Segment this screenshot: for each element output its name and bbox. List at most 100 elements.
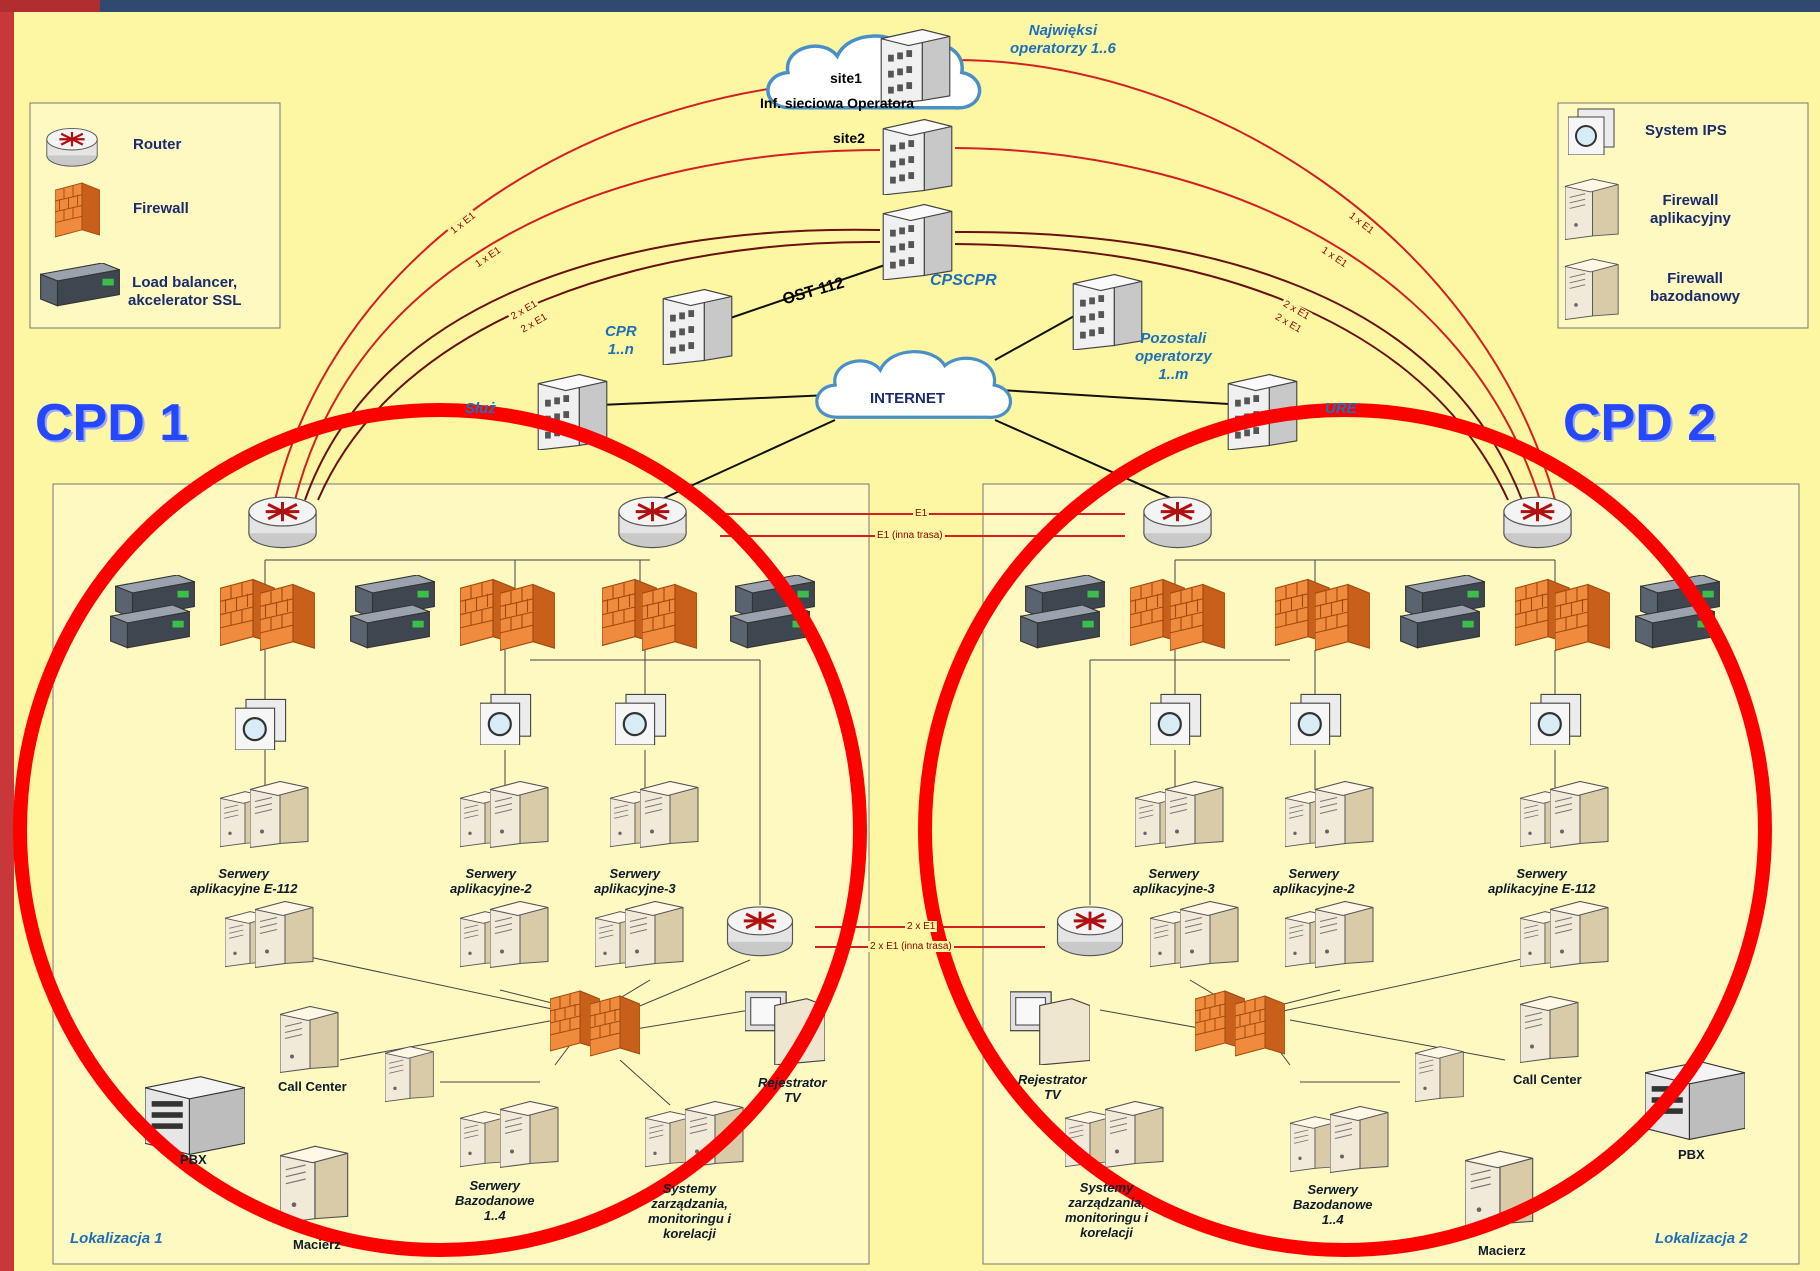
link-label: E1 — [913, 508, 930, 519]
cpscpr-building-icon — [882, 203, 953, 280]
site2-label: site2 — [833, 130, 865, 146]
firewall-icon — [1235, 995, 1285, 1057]
firewall-icon — [642, 583, 697, 652]
cpd2-title: CPD 2 — [1563, 394, 1717, 452]
storage-array-icon — [280, 1145, 349, 1225]
e1-link-right-3 — [954, 230, 1523, 501]
web-server-icon — [490, 900, 549, 969]
web-server-icon — [1180, 900, 1239, 969]
internet-cpd2-link — [994, 419, 1176, 501]
other-operators-building-icon — [1072, 273, 1143, 350]
site1-label: site1 — [830, 70, 862, 86]
ost-link — [709, 264, 886, 326]
router-icon — [45, 127, 99, 168]
app-firewall-icon — [1165, 780, 1224, 849]
e1-link-left-3 — [304, 228, 881, 501]
left-service-internet-link — [599, 394, 831, 406]
router-icon — [617, 495, 688, 550]
legend-router-label: Router — [133, 136, 182, 153]
e1-link-left-4 — [317, 240, 881, 501]
app-firewall-icon — [490, 780, 549, 849]
app-firewall-icon — [1565, 178, 1619, 240]
firewall-icon — [1555, 583, 1610, 652]
app-firewall-icon — [1315, 780, 1374, 849]
ure-label: URE — [1325, 400, 1357, 417]
app-firewall-icon — [1550, 780, 1609, 849]
server-icon — [280, 1005, 339, 1074]
cpd2-location-label: Lokalizacja 2 — [1655, 1230, 1748, 1247]
db-firewall-icon — [1565, 258, 1619, 320]
internet-ure-link — [999, 389, 1246, 406]
site2-building-icon — [882, 118, 953, 195]
firewall-icon — [590, 995, 640, 1057]
cpd1-title: CPD 1 — [35, 394, 189, 452]
cpscpr-label: CPSCPR — [930, 272, 997, 289]
server-icon — [1520, 995, 1579, 1064]
cpd1-pbx-label: PBX — [180, 1152, 207, 1167]
e1-link-right-4 — [954, 243, 1509, 501]
server-icon — [1105, 1100, 1164, 1169]
router-icon — [247, 495, 318, 550]
cloud-label: Inf. sieciowa Operatora — [760, 95, 915, 111]
firewall-icon — [500, 583, 555, 652]
legend-load-balancer-label: Load balancer,akcelerator SSL — [128, 274, 242, 309]
db-firewall-icon — [385, 1046, 434, 1103]
e1-link-left-2 — [294, 149, 881, 501]
e1-link-right-2 — [954, 147, 1541, 501]
legend-firewall-label: Firewall — [133, 200, 189, 217]
firewall-icon — [1170, 583, 1225, 652]
cpd1-call-center-label: Call Center — [278, 1079, 347, 1094]
firewall-icon — [1315, 583, 1370, 652]
legend-ips-label: System IPS — [1645, 122, 1727, 139]
left-service-label: Służ — [465, 400, 496, 417]
web-server-icon — [1315, 900, 1374, 969]
router-icon — [1142, 495, 1213, 550]
side-bar — [0, 0, 14, 1271]
server-icon — [1330, 1105, 1389, 1174]
internet-label: INTERNET — [870, 390, 945, 407]
router-icon — [726, 905, 794, 958]
cpd1-storage-label: Macierz — [293, 1237, 341, 1252]
cpd2-call-center-label: Call Center — [1513, 1072, 1582, 1087]
app-firewall-icon — [250, 780, 309, 849]
server-icon — [500, 1100, 559, 1169]
cpd2-highlight-circle — [918, 403, 1772, 1257]
router-icon — [1502, 495, 1573, 550]
cpd2-pbx-label: PBX — [1678, 1147, 1705, 1162]
link-label: 2 x E1 — [905, 921, 938, 932]
internet-cloud-icon — [817, 352, 1011, 418]
web-server-icon — [1550, 900, 1609, 969]
cpd1-location-label: Lokalizacja 1 — [70, 1230, 163, 1247]
cpd1-highlight-circle — [13, 403, 867, 1257]
web-server-icon — [255, 900, 314, 969]
firewall-icon — [55, 182, 100, 238]
app-firewall-icon — [640, 780, 699, 849]
db-firewall-icon — [1415, 1046, 1464, 1103]
web-server-icon — [625, 900, 684, 969]
logo — [0, 0, 100, 12]
router-icon — [1056, 905, 1124, 958]
internet-other-ops-link — [994, 309, 1086, 361]
cpd2-storage-label: Macierz — [1478, 1243, 1526, 1258]
site1-building-icon — [880, 28, 951, 105]
cpr-building-icon — [662, 288, 733, 365]
link-label: 2 x E1 (inna trasa) — [868, 941, 954, 952]
e1-link-right-1 — [954, 59, 1556, 501]
